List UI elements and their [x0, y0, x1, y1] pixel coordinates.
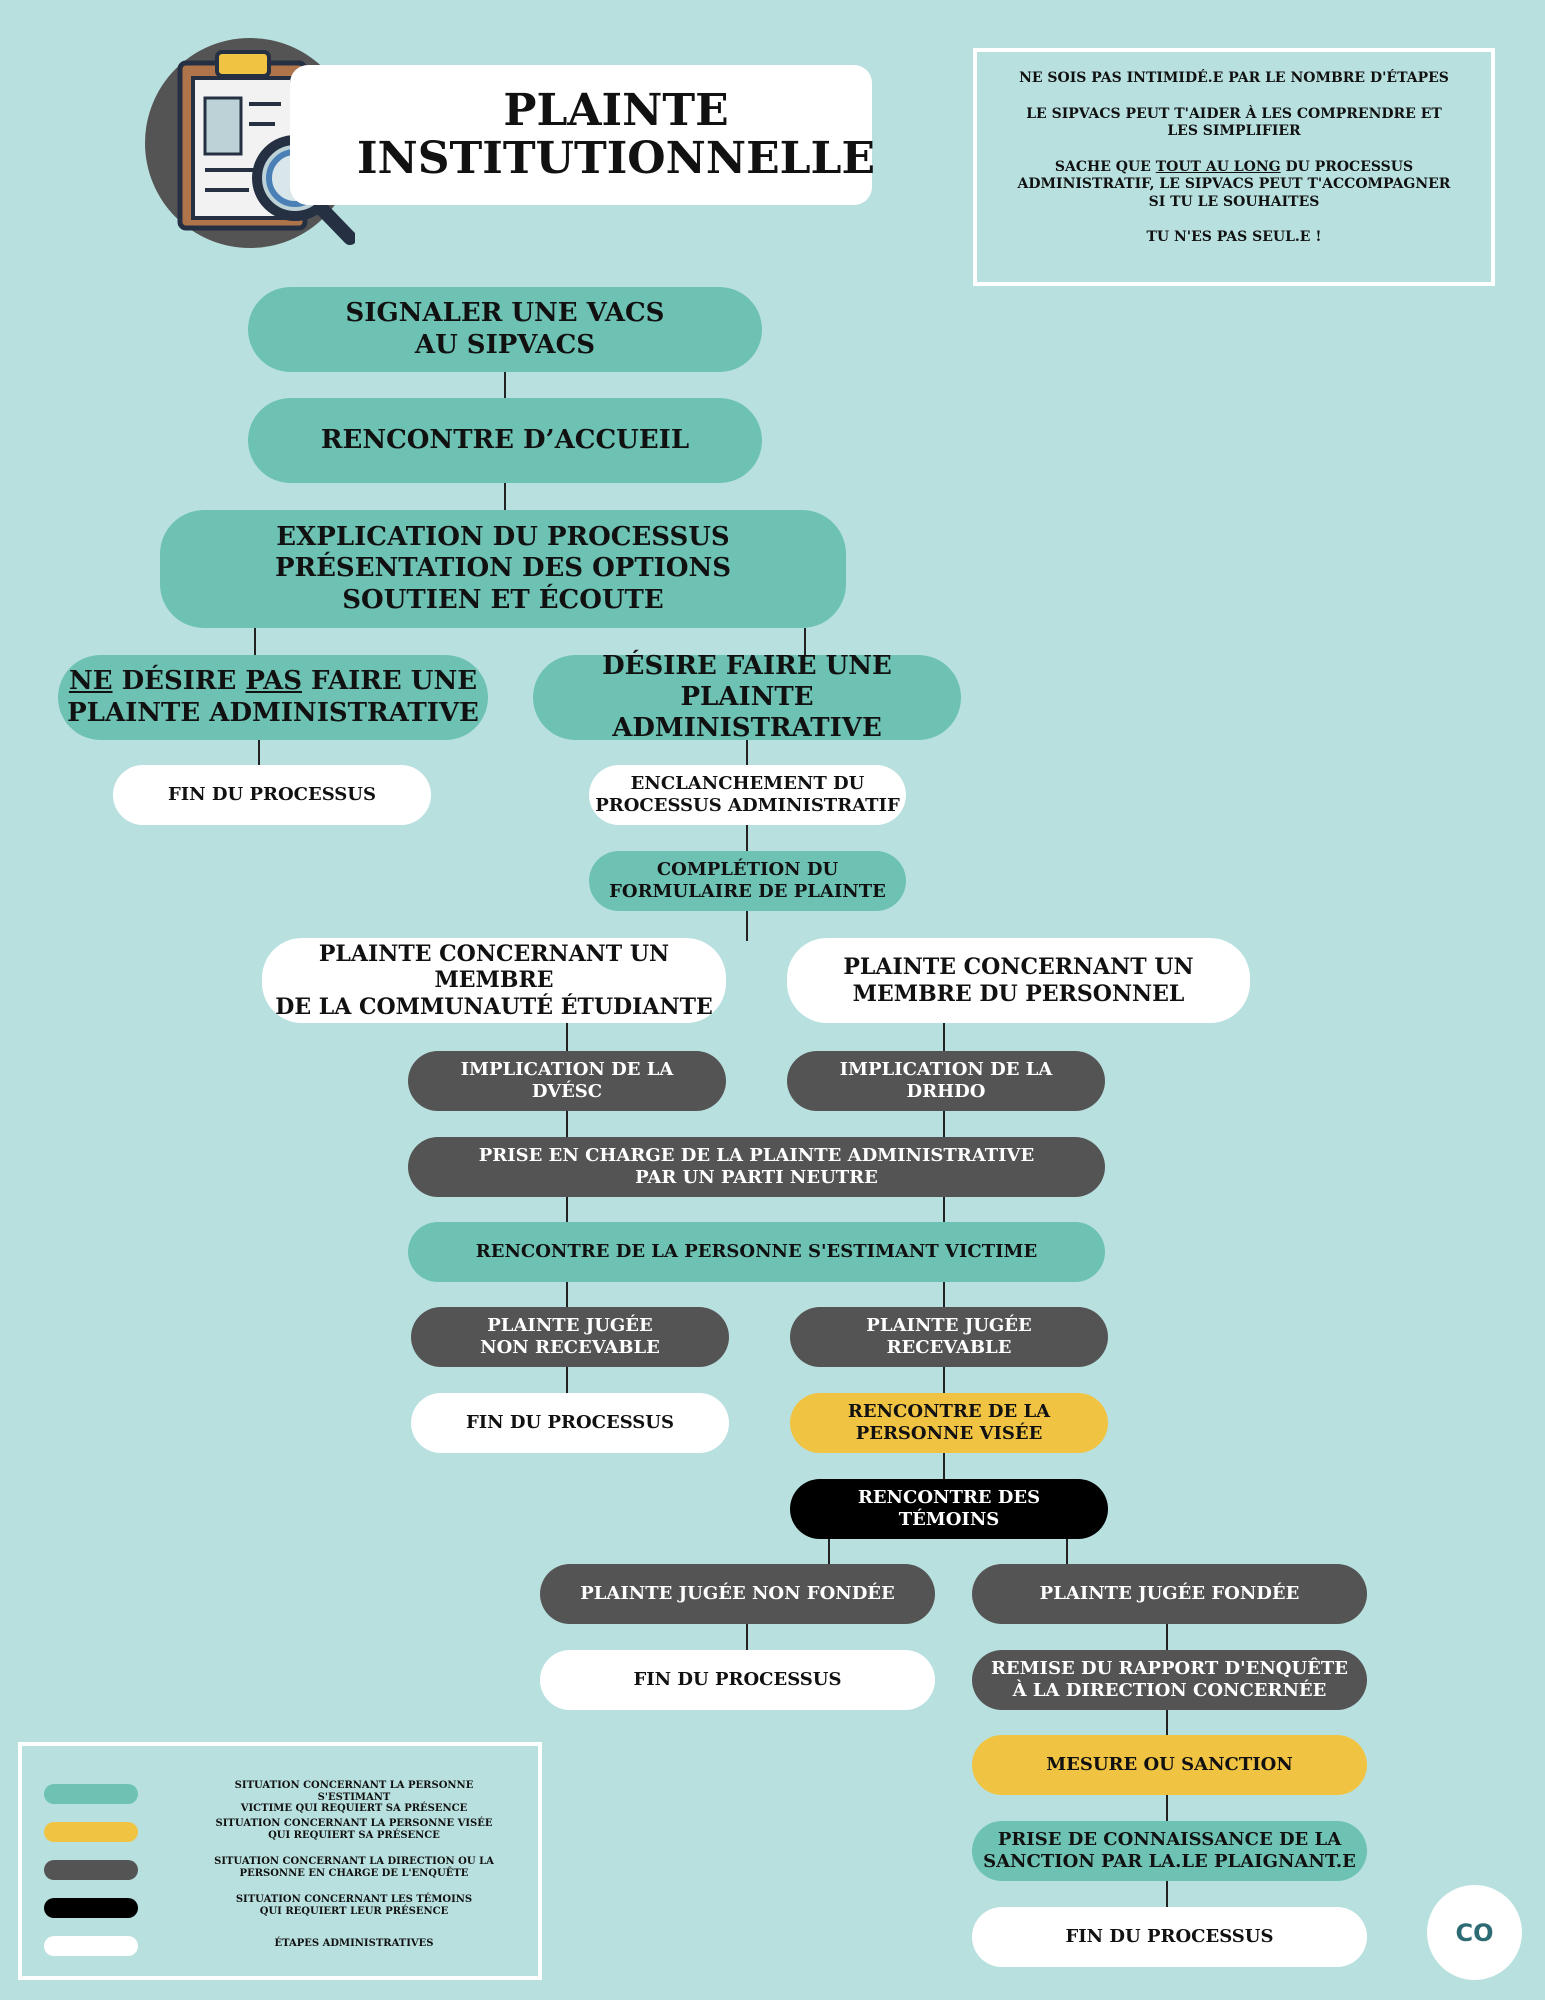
step-remise-rapport: REMISE DU RAPPORT D'ENQUÊTE À LA DIRECTI… [972, 1650, 1367, 1710]
step-plainte-personnel: PLAINTE CONCERNANT UN MEMBRE DU PERSONNE… [787, 938, 1250, 1023]
step-explication: EXPLICATION DU PROCESSUS PRÉSENTATION DE… [160, 510, 846, 628]
step-mesure-sanction: MESURE OU SANCTION [972, 1735, 1367, 1795]
underline-pas: PAS [245, 666, 302, 697]
connector [504, 483, 506, 511]
step-fondee: PLAINTE JUGÉE FONDÉE [972, 1564, 1367, 1624]
step-prise-connaissance: PRISE DE CONNAISSANCE DE LA SANCTION PAR… [972, 1821, 1367, 1881]
connector [1166, 1794, 1168, 1822]
connector [1166, 1624, 1168, 1652]
info-box: NE SOIS PAS INTIMIDÉ.E PAR LE NOMBRE D'É… [973, 48, 1495, 286]
connector [746, 738, 748, 766]
page-title: PLAINTE INSTITUTIONNELLE [356, 84, 876, 184]
legend-label: SITUATION CONCERNANT LA DIRECTION OU LA … [214, 1856, 494, 1879]
step-implication-dvesc: IMPLICATION DE LA DVÉSC [408, 1051, 726, 1111]
step-completion-formulaire: COMPLÉTION DU FORMULAIRE DE PLAINTE [589, 851, 906, 911]
legend-item-visee: SITUATION CONCERNANT LA PERSONNE VISÉE Q… [44, 1818, 524, 1846]
step-implication-drhdo: IMPLICATION DE LA DRHDO [787, 1051, 1105, 1111]
step-fin-processus-1: FIN DU PROCESSUS [113, 765, 431, 825]
legend-label: SITUATION CONCERNANT LA PERSONNE S'ESTIM… [234, 1780, 474, 1814]
step-signaler: SIGNALER UNE VACS AU SIPVACS [248, 287, 762, 372]
connector [746, 909, 748, 941]
step-non-fondee: PLAINTE JUGÉE NON FONDÉE [540, 1564, 935, 1624]
step-prise-en-charge: PRISE EN CHARGE DE LA PLAINTE ADMINISTRA… [408, 1137, 1105, 1197]
legend-label: SITUATION CONCERNANT LES TÉMOINS QUI REQ… [235, 1894, 473, 1917]
connector [1066, 1538, 1068, 1566]
connector [943, 1452, 945, 1480]
connector [943, 1196, 945, 1222]
connector [943, 1110, 945, 1138]
legend-label: SITUATION CONCERNANT LA PERSONNE VISÉE Q… [215, 1818, 493, 1841]
info-line-3: SACHE QUE TOUT AU LONG DU PROCESSUS ADMI… [1017, 158, 1451, 210]
connector [943, 1022, 945, 1052]
info-underline: TOUT AU LONG [1155, 158, 1281, 175]
step-fin-processus-4: FIN DU PROCESSUS [972, 1907, 1367, 1967]
step-fin-processus-2: FIN DU PROCESSUS [411, 1393, 729, 1453]
connector [566, 1110, 568, 1138]
connector [566, 1022, 568, 1052]
legend-swatch [44, 1898, 138, 1918]
step-plainte-etudiant: PLAINTE CONCERNANT UN MEMBRE DE LA COMMU… [262, 938, 726, 1023]
legend: SITUATION CONCERNANT LA PERSONNE S'ESTIM… [18, 1742, 542, 1980]
co-badge-icon: CO [1427, 1885, 1522, 1980]
connector [258, 738, 260, 766]
step-rencontre-temoins: RENCONTRE DES TÉMOINS [790, 1479, 1108, 1539]
step-rencontre-accueil: RENCONTRE D’ACCUEIL [248, 398, 762, 483]
step-enclanchement: ENCLANCHEMENT DU PROCESSUS ADMINISTRATIF [589, 765, 906, 825]
connector [828, 1538, 830, 1566]
connector [1166, 1880, 1168, 1908]
connector [943, 1280, 945, 1308]
connector [1166, 1708, 1168, 1736]
legend-swatch [44, 1784, 138, 1804]
underline-ne: NE [68, 666, 113, 697]
info-line-4: TU N'ES PAS SEUL.E ! [1146, 229, 1322, 245]
legend-swatch [44, 1822, 138, 1842]
connector [746, 1624, 748, 1652]
step-fin-processus-3: FIN DU PROCESSUS [540, 1650, 935, 1710]
step-rencontre-visee: RENCONTRE DE LA PERSONNE VISÉE [790, 1393, 1108, 1453]
connector [566, 1280, 568, 1308]
connector [566, 1196, 568, 1222]
legend-item-temoins: SITUATION CONCERNANT LES TÉMOINS QUI REQ… [44, 1894, 524, 1922]
step-recevable: PLAINTE JUGÉE RECEVABLE [790, 1307, 1108, 1367]
info-line-1: NE SOIS PAS INTIMIDÉ.E PAR LE NOMBRE D'É… [1019, 70, 1449, 86]
connector [804, 628, 806, 656]
connector [746, 825, 748, 851]
title-card: PLAINTE INSTITUTIONNELLE [290, 65, 876, 205]
connector [504, 372, 506, 400]
legend-swatch [44, 1860, 138, 1880]
connector [566, 1366, 568, 1394]
legend-swatch [44, 1936, 138, 1956]
connector [943, 1366, 945, 1394]
step-desire-plainte: DÉSIRE FAIRE UNE PLAINTE ADMINISTRATIVE [533, 651, 961, 743]
legend-item-direction: SITUATION CONCERNANT LA DIRECTION OU LA … [44, 1856, 524, 1884]
info-line-2: LE SIPVACS PEUT T'AIDER À LES COMPRENDRE… [1026, 105, 1442, 140]
connector [254, 628, 256, 656]
step-rencontre-victime: RENCONTRE DE LA PERSONNE S'ESTIMANT VICT… [408, 1222, 1105, 1282]
legend-label: ÉTAPES ADMINISTRATIVES [274, 1938, 434, 1949]
legend-item-administratives: ÉTAPES ADMINISTRATIVES [44, 1932, 524, 1960]
legend-item-victime: SITUATION CONCERNANT LA PERSONNE S'ESTIM… [44, 1780, 524, 1814]
step-non-recevable: PLAINTE JUGÉE NON RECEVABLE [411, 1307, 729, 1367]
